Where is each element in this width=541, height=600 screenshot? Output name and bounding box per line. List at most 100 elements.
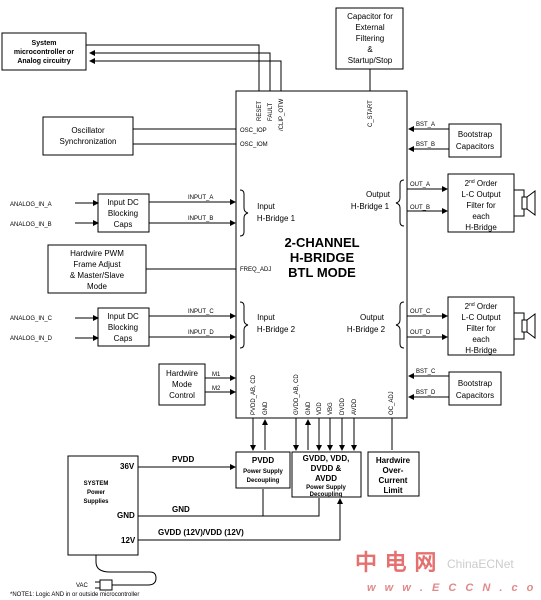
pin-out-b: OUT_B (410, 205, 430, 211)
pin-gvdd-ab-cd: GVDD_AB, CD (294, 374, 300, 415)
pin-osc-iom: OSC_IOM (240, 142, 268, 148)
wire-reset (86, 44, 260, 91)
input-hb2-label-1: Input (257, 313, 276, 322)
overcurrent-line3: Current (379, 476, 408, 485)
footnote: *NOTE1: Logic AND in or outside microcon… (10, 592, 139, 598)
brace-output-1 (395, 179, 405, 227)
brace-output-2 (395, 301, 405, 349)
filter-box-2 (447, 296, 515, 356)
mode-line2: Mode (172, 380, 193, 389)
system-power-line3: Supplies (83, 499, 109, 505)
capacitor-line2: External (355, 23, 385, 32)
brace-input-2 (239, 301, 249, 349)
oscillator-line1: Oscillator (71, 126, 105, 135)
mode-control-box (158, 363, 206, 406)
pin-gnd-2: GND (306, 401, 312, 415)
filter-box-1 (447, 173, 515, 233)
power-12v-label: 12V (121, 536, 136, 545)
capacitor-line3: Filtering (356, 34, 384, 43)
input-d-label: INPUT_D (188, 330, 214, 336)
overcurrent-line4: Limit (383, 486, 402, 495)
pin-fault: FAULT (268, 102, 274, 121)
system-controller-line1: System (32, 40, 57, 47)
filter-2-line1: 2nd Order (465, 302, 498, 311)
filter-2-line2: L-C Output (461, 313, 501, 322)
input-dc-1-line1: Input DC (107, 198, 139, 207)
output-hb1-label-1: Output (366, 190, 391, 199)
pvdd-box-line3: Decoupling (247, 478, 280, 484)
vac-plug-icon (99, 579, 113, 591)
gvdd-box-line4: Power Supply (306, 485, 346, 491)
gvdd-box-line2: DVDD & (311, 464, 342, 473)
pin-out-c: OUT_C (410, 309, 431, 315)
input-dc-2-line3: Caps (114, 334, 133, 343)
capacitor-box (335, 7, 404, 70)
output-hb2-label-2: H-Bridge 2 (347, 325, 386, 334)
filter-1-line4: each (472, 212, 489, 221)
pin-c-start: C_START (368, 100, 374, 127)
pin-m1: M1 (212, 372, 221, 378)
speaker-2-icon (521, 319, 528, 333)
rail-gvdd-label: GVDD (12V)/VDD (12V) (158, 528, 244, 537)
vac-label: VAC (76, 583, 89, 589)
capacitor-line1: Capacitor for (347, 12, 393, 21)
input-hb2-label-2: H-Bridge 2 (257, 325, 296, 334)
pin-vbg: VBG (328, 402, 334, 415)
vac-plug-prongs (95, 581, 100, 589)
gvdd-decoupling-box (291, 451, 362, 498)
input-hb1-label-1: Input (257, 202, 276, 211)
system-controller-box (1, 32, 87, 71)
analog-in-b-label: ANALOG_IN_B (10, 222, 52, 228)
pin-bst-d: BST_D (416, 390, 436, 396)
input-dc-1-line2: Blocking (108, 209, 138, 218)
input-a-label: INPUT_A (188, 195, 213, 201)
pin-vdd: VDD (317, 402, 323, 415)
main-chip (235, 90, 408, 419)
pin-dvdd: DVDD (340, 397, 346, 415)
pwm-box (47, 244, 147, 294)
speaker-2-wires (514, 312, 525, 340)
power-36v-label: 36V (120, 462, 135, 471)
rail-pvdd-label: PVDD (172, 455, 194, 464)
pwm-line1: Hardwire PWM (70, 249, 124, 258)
pin-pvdd-ab-cd: PVDD_AB, CD (251, 374, 257, 415)
pin-out-d: OUT_D (410, 330, 431, 336)
speaker-2-cone (526, 313, 536, 339)
system-controller-line3: Analog circuitry (17, 58, 70, 65)
output-hb2-label-1: Output (360, 313, 385, 322)
wire-clip-otw (89, 58, 282, 91)
pvdd-decoupling-box (235, 451, 291, 489)
filter-1-line3: Filter for (466, 201, 496, 210)
overcurrent-line1: Hardwire (376, 456, 411, 465)
bootstrap-box-1 (448, 123, 502, 158)
wire-fault (89, 50, 271, 91)
system-power-line1: SYSTEM (84, 481, 109, 487)
pvdd-box-line2: Power Supply (243, 469, 283, 475)
input-c-label: INPUT_C (188, 309, 214, 315)
pin-out-a: OUT_A (410, 182, 430, 188)
watermark-url: w w w . E C C N . c o m (367, 582, 541, 594)
power-gnd-label: GND (117, 511, 135, 520)
rail-gnd-ext (263, 498, 320, 517)
pin-oc-adj: OC_ADJ (389, 391, 395, 415)
output-hb1-label-2: H-Bridge 1 (351, 202, 390, 211)
pin-bst-a: BST_A (416, 122, 435, 128)
bootstrap-1-line1: Bootstrap (458, 130, 493, 139)
filter-2-line5: H-Bridge (465, 346, 497, 355)
mode-line1: Hardwire (166, 369, 199, 378)
brace-input-1 (239, 189, 249, 237)
overcurrent-box (367, 451, 420, 497)
input-dc-2-line2: Blocking (108, 323, 138, 332)
input-dc-box-1 (97, 193, 150, 233)
pin-bst-b: BST_B (416, 142, 435, 148)
system-controller-line2: microcontroller or (14, 49, 75, 56)
input-hb1-label-2: H-Bridge 1 (257, 214, 296, 223)
speaker-1-icon (521, 196, 528, 210)
filter-2-line3: Filter for (466, 324, 496, 333)
bootstrap-1-line2: Capacitors (456, 142, 494, 151)
speaker-1-wires (514, 189, 525, 217)
filter-2-line4: each (472, 335, 489, 344)
mode-line3: Control (169, 391, 195, 400)
pin-gnd-1: GND (263, 401, 269, 415)
